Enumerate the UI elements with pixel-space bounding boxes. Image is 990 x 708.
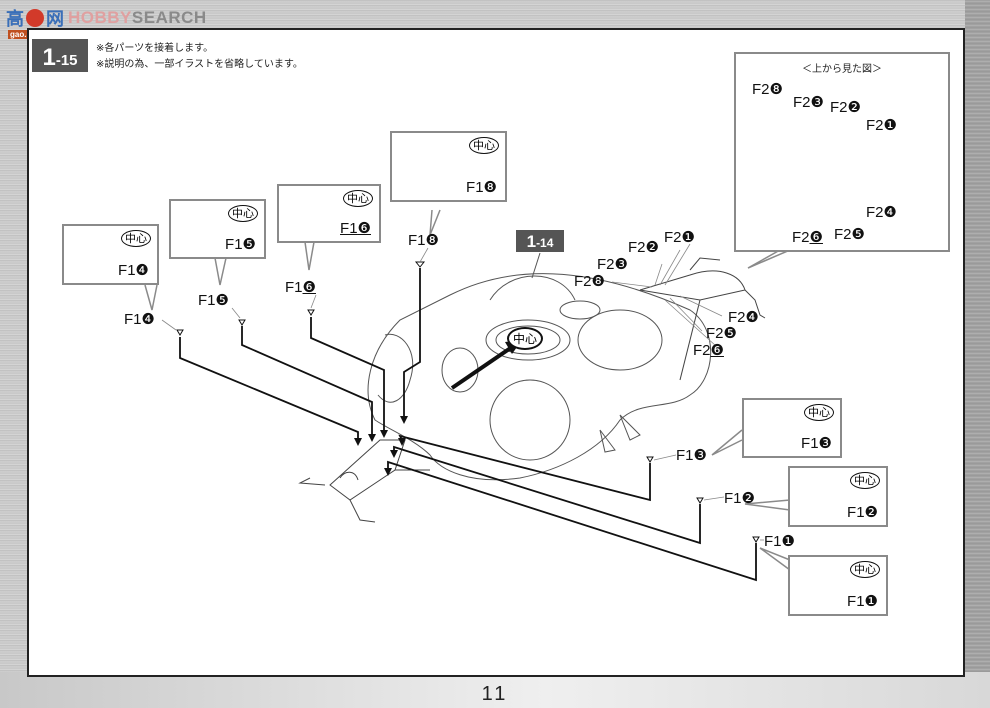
step-number-sub: -15	[55, 52, 78, 69]
part-label-f1-6: F1❻	[285, 279, 316, 296]
center-tag: 中心	[469, 137, 499, 154]
callout-tails	[144, 209, 791, 571]
topview-label-f2-1: F2❶	[866, 117, 897, 134]
callout-f1-1: 中心 F1❶	[788, 555, 888, 616]
center-arrow	[450, 343, 517, 390]
watermark-emblem-icon	[26, 9, 44, 27]
top-view-inset: ＜上から見た図＞	[734, 52, 950, 252]
step-note: ※説明の為、一部イラストを省略しています。	[96, 59, 303, 70]
watermark-search: SEARCH	[131, 8, 207, 27]
watermark-hobby: HOBBY	[68, 8, 132, 27]
part-label: F1❷	[847, 504, 878, 521]
topview-label-f2-2: F2❷	[830, 99, 861, 116]
topview-label-f2-4: F2❹	[866, 204, 897, 221]
part-label-f1-4: F1❹	[124, 311, 155, 328]
callout-f1-8: 中心 F1❽	[390, 131, 507, 202]
topview-label-f2-3: F2❸	[793, 94, 824, 111]
part-label-f1-8: F1❽	[408, 232, 439, 249]
part-label-f2-5: F2❺	[706, 325, 737, 342]
page-number: 11	[481, 683, 509, 705]
part-label-f2-4: F2❹	[728, 309, 759, 326]
top-view-title: ＜上から見た図＞	[802, 64, 882, 75]
topview-label-f2-6: F2❻	[792, 229, 823, 246]
part-label: F1❹	[118, 262, 149, 279]
step-number-badge: 1 -15	[32, 39, 88, 72]
center-tag: 中心	[804, 404, 834, 421]
saucer-hull	[367, 273, 712, 481]
reference-step-sub: -14	[536, 236, 554, 250]
part-label-f2-3: F2❸	[597, 256, 628, 273]
center-tag: 中心	[850, 561, 880, 578]
center-tag: 中心	[850, 472, 880, 489]
callout-f1-3: 中心 F1❸	[742, 398, 842, 458]
center-tag: 中心	[121, 230, 151, 247]
callout-f1-6: 中心 F1❻	[277, 184, 381, 243]
watermark-wang: 网	[46, 9, 64, 30]
small-part-markers	[176, 261, 760, 543]
part-label-f2-2: F2❷	[628, 239, 659, 256]
callout-f1-2: 中心 F1❷	[788, 466, 888, 527]
part-label: F1❻	[340, 220, 371, 237]
background-footer	[0, 672, 990, 708]
leader-arrowheads	[354, 416, 408, 476]
part-label: F1❶	[847, 593, 878, 610]
watermark-logo: 高 网 HOBBY SEARCH	[6, 3, 207, 33]
part-label: F1❸	[801, 435, 832, 452]
background-texture-right	[965, 0, 990, 708]
part-label-f1-1: F1❶	[764, 533, 795, 550]
topview-label-f2-5: F2❺	[834, 226, 865, 243]
topview-label-f2-8: F2❽	[752, 81, 783, 98]
step-note: ※各パーツを接着します。	[96, 43, 214, 54]
step-number-main: 1	[42, 44, 56, 71]
center-tag: 中心	[228, 205, 258, 222]
part-label-f1-3: F1❸	[676, 447, 707, 464]
assembly-leader-lines	[179, 268, 757, 582]
part-label: F1❽	[466, 179, 497, 196]
part-label: F1❺	[225, 236, 256, 253]
part-label-f2-6: F2❻	[693, 342, 724, 359]
callout-f1-4: 中心 F1❹	[62, 224, 159, 285]
part-label-f2-1: F2❶	[664, 229, 695, 246]
reference-step-badge: 1 -14	[516, 230, 564, 252]
center-tag: 中心	[343, 190, 373, 207]
part-label-f2-8: F2❽	[574, 273, 605, 290]
center-marker: 中心	[507, 327, 544, 350]
part-label-f1-2: F1❷	[724, 490, 755, 507]
callout-f1-5: 中心 F1❺	[169, 199, 266, 259]
reference-step-main: 1	[526, 232, 537, 251]
step-notes: ※各パーツを接着します。 ※説明の為、一部イラストを省略しています。	[96, 41, 303, 73]
watermark-gao: 高	[6, 9, 24, 30]
part-label-f1-5: F1❺	[198, 292, 229, 309]
right-wing	[639, 257, 766, 381]
